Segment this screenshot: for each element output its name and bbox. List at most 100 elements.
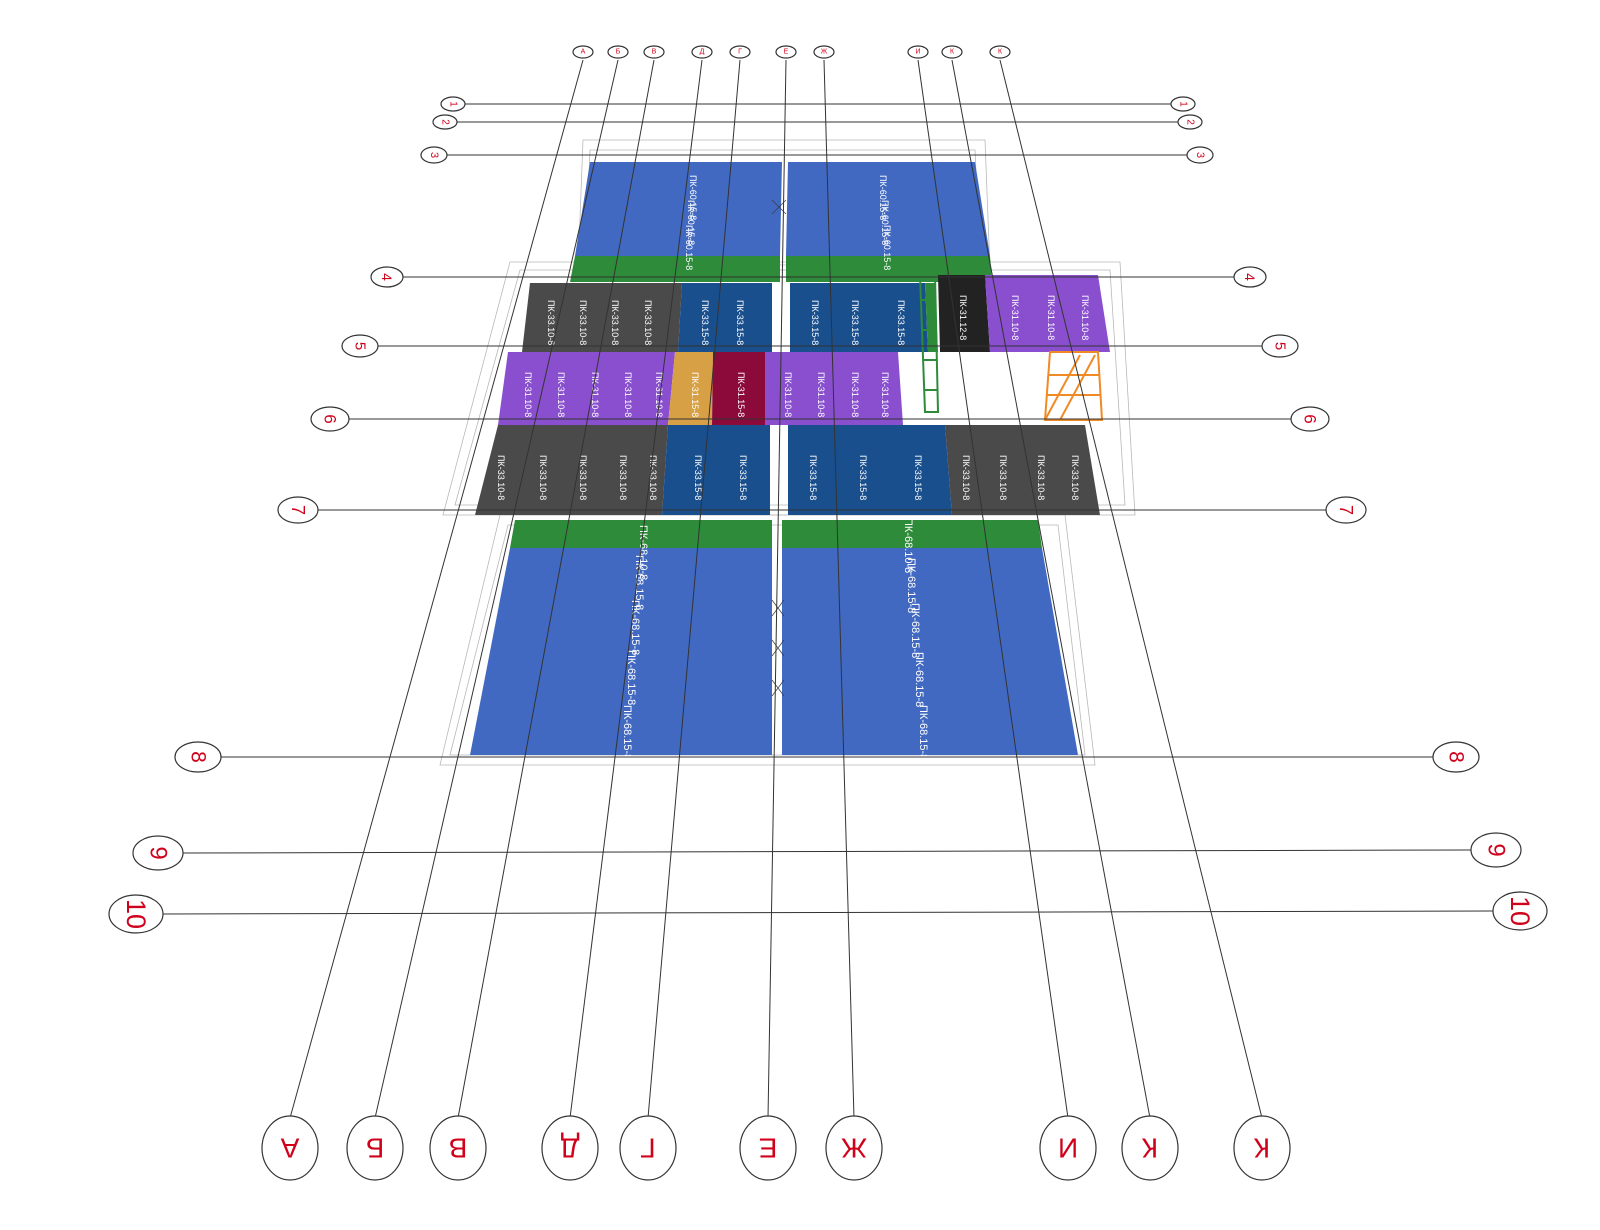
- grid-axis-line-5: [647, 59, 741, 1119]
- axis-bubble-top-label-2: Б: [616, 49, 621, 56]
- axis-bubble-top-4: [691, 45, 713, 59]
- axis-bubble-bottom-8: [1039, 1115, 1097, 1181]
- structure-details: [918, 274, 1104, 421]
- axis-bubble-top-label-9: К: [950, 49, 955, 56]
- grid-axis-line-7: [823, 59, 855, 1119]
- axis-bubble-top-5: [729, 45, 751, 59]
- slab-label-row5-3: ПК-33.10-8: [610, 300, 620, 345]
- axis-bubble-top-3: [643, 45, 665, 59]
- cross-mark-1: [771, 599, 785, 617]
- axis-bubble-top-label-5: Г: [738, 49, 742, 56]
- slab-label-row6-8: ПК-31.10-8: [783, 372, 793, 417]
- orange-stair-frame: [1043, 351, 1104, 421]
- slab-row5-blue-left: [678, 283, 772, 352]
- slab-row7-blue-right: [788, 425, 952, 515]
- grid-row-line-9: [182, 849, 1472, 854]
- row-bubble-left-7: [277, 496, 319, 524]
- slab-label-top-4: ПК-60.15-8: [878, 175, 888, 220]
- slab-label-row7-9: ПК-33.15-8: [858, 455, 868, 500]
- slab-label-row6-5: ПК-31.10-8: [654, 372, 664, 417]
- row-bubble-right-label-9: 9: [1483, 843, 1510, 856]
- axis-bubble-bottom-label-7: Ж: [841, 1133, 867, 1164]
- slab-label-bottom-4: ПК-68.15-8: [621, 705, 633, 760]
- axis-bubble-top-label-8: И: [915, 49, 920, 56]
- row-bubble-right-label-4: 4: [1242, 273, 1258, 281]
- slab-label-row5-5: ПК-33.15-8: [700, 300, 710, 345]
- axis-bubble-top-9: [941, 45, 963, 59]
- axis-bubble-bottom-10: [1233, 1115, 1291, 1181]
- grid-row-line-10: [162, 910, 1494, 915]
- axis-bubble-bottom-label-1: А: [280, 1133, 299, 1164]
- axis-bubble-top-label-3: В: [652, 49, 657, 56]
- slab-group-row6: ПК-31.10-8 ПК-31.10-8 ПК-31.10-8 ПК-31.1…: [498, 352, 903, 425]
- slab-row6-orange: [668, 352, 713, 425]
- slab-label-bottom-2: ПК-68.15-8: [629, 600, 641, 655]
- axis-bubble-bottom-label-4: Д: [560, 1133, 579, 1164]
- grid-axis-line-2: [374, 59, 619, 1119]
- row-bubble-left-4: [370, 266, 404, 288]
- orange-stair-1: [1044, 354, 1081, 421]
- row-bubble-left-label-7: 7: [288, 505, 308, 515]
- row-bubble-left-label-8: 8: [187, 751, 210, 763]
- row-bubble-right-9: [1470, 832, 1522, 868]
- axis-bubble-bottom-label-2: Б: [366, 1133, 384, 1164]
- axis-bubble-top-6: [775, 45, 797, 59]
- row-bubble-right-7: [1325, 496, 1367, 524]
- grid-axis-line-10: [999, 59, 1263, 1119]
- slab-label-row5-13: ПК-31.10-8: [1080, 295, 1090, 340]
- slab-label-row5-11: ПК-31.10-8: [1010, 295, 1020, 340]
- slab-row6-maroon: [712, 352, 765, 425]
- slab-row6-purple-right: [765, 352, 903, 425]
- row-bubble-right-5: [1261, 334, 1299, 358]
- slab-label-row7-10: ПК-33.15-8: [913, 455, 923, 500]
- slab-label-row6-3: ПК-31.10-8: [590, 372, 600, 417]
- slab-label-row6-11: ПК-31.10-8: [880, 372, 890, 417]
- axis-bubble-bottom-label-6: Е: [759, 1133, 778, 1164]
- row-bubble-right-label-10: 10: [1505, 896, 1535, 926]
- row-bubble-left-label-10: 10: [121, 899, 151, 929]
- row-bubble-left-label-2: 2: [440, 119, 451, 125]
- grid-axis-line-6: [767, 59, 787, 1119]
- slab-label-row6-6: ПК-31.15-8: [690, 372, 700, 417]
- slab-label-row6-7: ПК-31.15-8: [736, 372, 746, 417]
- row-bubble-left-6: [310, 406, 350, 432]
- row-bubble-left-9: [132, 835, 184, 871]
- slab-label-row7-4: ПК-33.10-8: [618, 455, 628, 500]
- slab-group-row7: ПК-33.10-8 ПК-33.10-8 ПК-33.10-8 ПК-33.1…: [475, 425, 1100, 515]
- row-bubble-right-label-7: 7: [1336, 505, 1356, 515]
- slab-label-row5-10: ПК-31.12-8: [958, 295, 968, 340]
- green-vertical-strut: [918, 274, 940, 413]
- row-bubble-left-label-9: 9: [145, 846, 172, 859]
- slab-label-row6-9: ПК-31.10-8: [816, 372, 826, 417]
- slab-group-bottom: ПК-68.10-8 ПК-68.15-8 ПК-68.15-8 ПК-68.1…: [470, 518, 1078, 760]
- slab-label-bottom-5: ПК-68.10-8: [902, 518, 914, 573]
- row-bubble-right-1: [1170, 96, 1196, 112]
- axis-bubble-bottom-5: [619, 1115, 677, 1181]
- slab-label-bottom-0: ПК-68.10-8: [637, 525, 649, 580]
- row-bubble-left-label-3: 3: [428, 152, 440, 158]
- axis-bubble-bottom-1: [261, 1115, 319, 1181]
- slab-label-row7-13: ПК-33.10-8: [1036, 455, 1046, 500]
- strip-bottom-left-green: [510, 520, 772, 548]
- axis-bubble-top-10: [989, 45, 1011, 59]
- grid-axis-line-8: [917, 59, 1069, 1119]
- axis-bubble-bottom-label-10: К: [1253, 1133, 1270, 1164]
- slab-label-row5-2: ПК-33.10-8: [578, 300, 588, 345]
- slab-label-bottom-9: ПК-68.15-8: [917, 705, 929, 760]
- slab-label-row7-12: ПК-33.10-8: [998, 455, 1008, 500]
- grid-axis-line-3: [457, 59, 655, 1119]
- grid-axis-line-9: [951, 59, 1151, 1119]
- slab-label-row5-9: ПК-33.15-8: [896, 300, 906, 345]
- axis-bubble-top-2: [607, 45, 629, 59]
- slab-label-row7-2: ПК-33.10-8: [538, 455, 548, 500]
- slab-label-row6-1: ПК-31.10-8: [523, 372, 533, 417]
- slab-label-bottom-3: ПК-68.15-8: [625, 650, 637, 705]
- row-bubble-left-10: [108, 894, 164, 934]
- row-bubble-right-label-3: 3: [1194, 152, 1206, 158]
- axis-bubble-top-label-6: Е: [784, 49, 789, 56]
- row-bubble-right-label-5: 5: [1272, 342, 1289, 350]
- axis-bubble-bottom-label-5: Г: [640, 1133, 655, 1164]
- slab-label-row7-8: ПК-33.15-8: [808, 455, 818, 500]
